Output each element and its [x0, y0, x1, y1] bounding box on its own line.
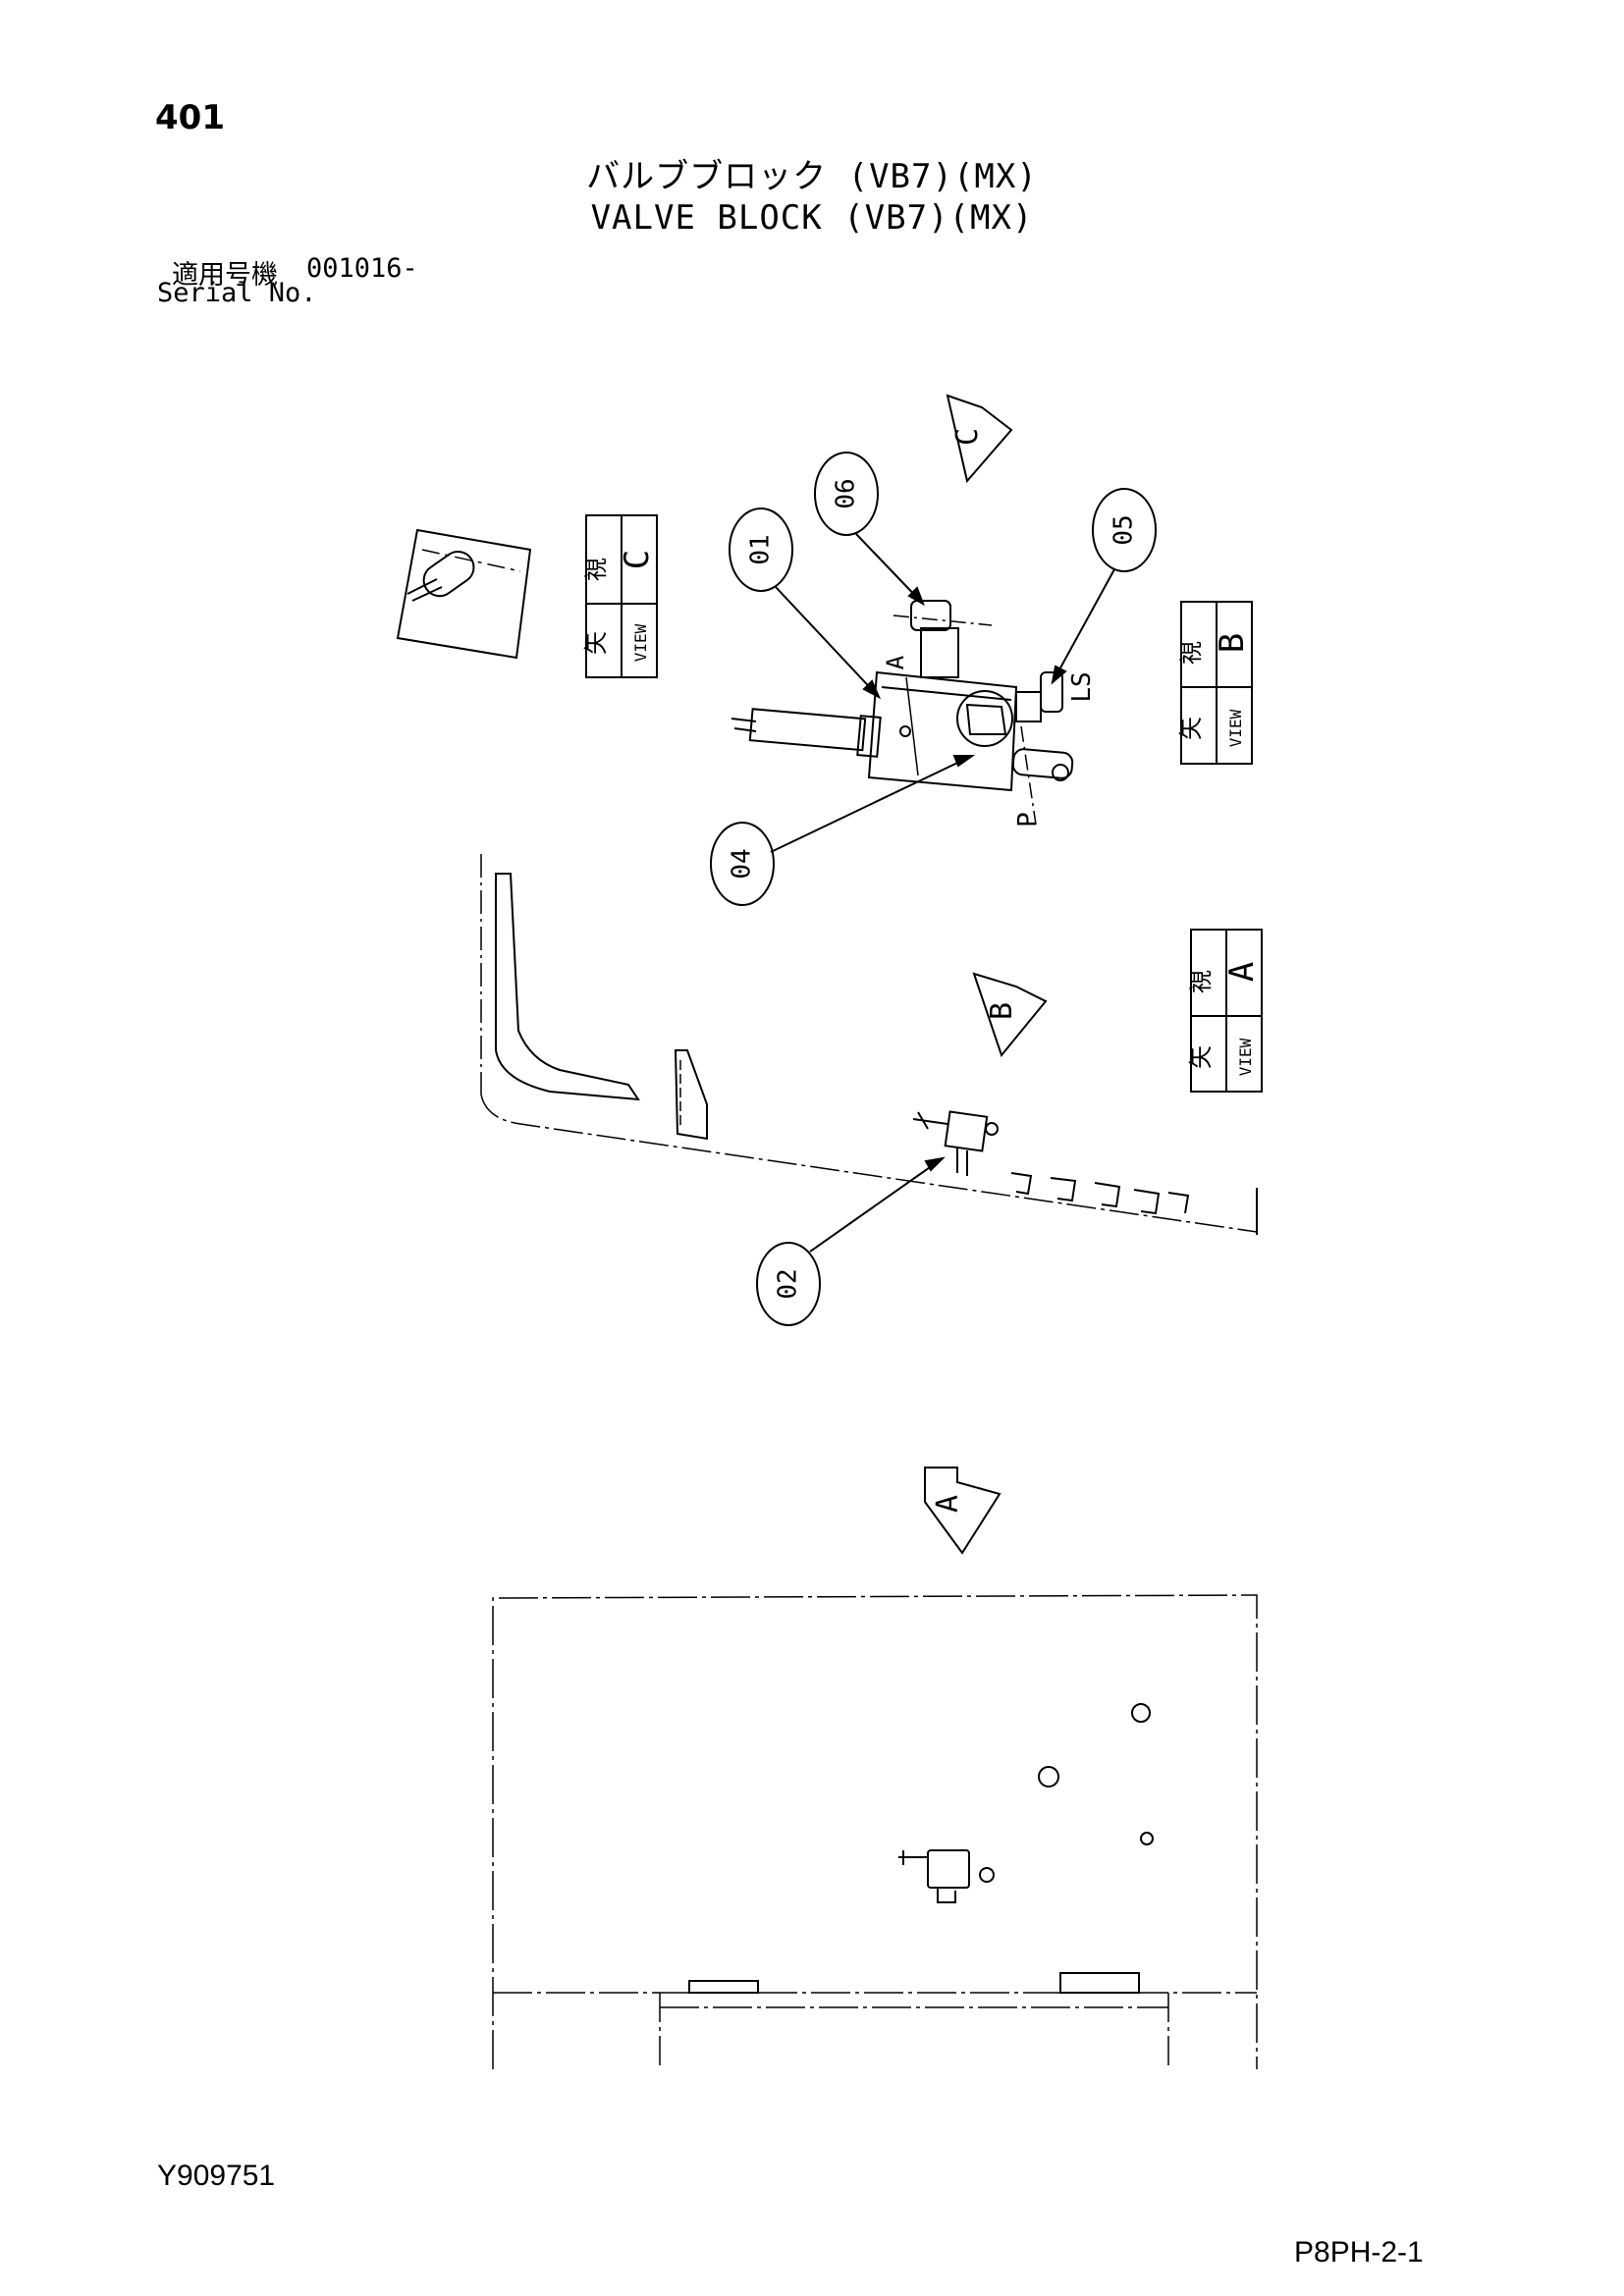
title-english: VALVE BLOCK (VB7)(MX) [590, 198, 1034, 238]
serial-label-english: Serial No. [157, 278, 317, 308]
view-box-c-letter: C [618, 550, 657, 569]
callout-05: 05 [1051, 488, 1157, 685]
view-box-a-letter: A [1222, 962, 1262, 982]
svg-text:06: 06 [832, 478, 861, 508]
view-box-a-kanji-1: 矢 [1187, 1045, 1215, 1069]
view-box-c-view: VIEW [631, 623, 650, 662]
page-number: 401 [155, 98, 225, 137]
view-box-a-view: VIEW [1236, 1038, 1255, 1076]
svg-text:B: B [985, 1002, 1019, 1020]
serial-label-japanese: 適用号機 [172, 260, 278, 291]
svg-text:05: 05 [1110, 514, 1139, 545]
view-box-c-kanji-1: 矢 [582, 631, 610, 655]
view-box-a: 視 矢 VIEW A [1187, 929, 1263, 1093]
view-arrow-a: A [924, 1467, 1001, 1555]
callout-01: 01 [729, 507, 882, 700]
view-arrow-b: B [972, 972, 1048, 1058]
callout-04: 04 [710, 755, 976, 906]
view-box-b-view: VIEW [1226, 709, 1245, 747]
view-box-b-kanji-2: 視 [1177, 641, 1205, 665]
callout-06: 06 [814, 452, 925, 607]
view-box-b-letter: B [1213, 633, 1252, 653]
view-box-a-kanji-2: 視 [1187, 970, 1215, 993]
valve-block-assembly: A LS P [731, 600, 1097, 828]
callout-02: 02 [756, 1156, 946, 1326]
view-box-c: 視 矢 VIEW C [582, 514, 658, 678]
sheet-reference: P8PH-2-1 [1294, 2236, 1424, 2269]
port-label-a: A [882, 655, 909, 669]
view-box-b-kanji-1: 矢 [1177, 717, 1205, 740]
port-label-p: P [1013, 812, 1043, 828]
view-box-b: 視 矢 VIEW B [1177, 601, 1253, 765]
svg-text:04: 04 [728, 848, 757, 879]
svg-text:C: C [950, 428, 985, 446]
svg-text:02: 02 [774, 1268, 803, 1299]
serial-value: 001016- [306, 253, 418, 284]
view-c-detail [396, 528, 532, 660]
view-arrow-c: C [946, 394, 1013, 484]
view-box-c-kanji-2: 視 [582, 558, 610, 581]
svg-text:A: A [931, 1495, 965, 1513]
drawing-code: Y909751 [157, 2160, 276, 2192]
frame-side-view [480, 854, 1258, 1235]
svg-text:01: 01 [746, 534, 776, 564]
plan-view [492, 1594, 1258, 2069]
title-japanese: バルブブロック (VB7)(MX) [586, 157, 1038, 196]
port-label-ls: LS [1067, 671, 1097, 702]
